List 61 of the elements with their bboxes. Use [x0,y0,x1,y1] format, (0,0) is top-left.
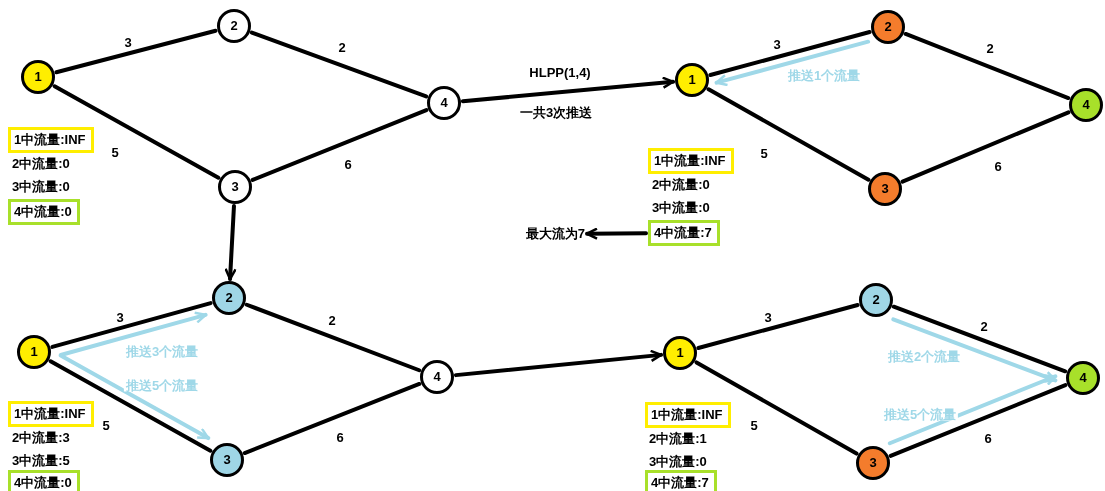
flow-status-text: 3中流量:5 [12,453,70,467]
flow-status-box: 4中流量:7 [645,470,717,491]
flow-status-text: 3中流量:0 [649,454,707,468]
edge-label: 推送3个流量 [123,344,201,358]
edge-label: 6 [342,157,354,171]
graph-edge [696,302,860,351]
flow-status-box: 1中流量:INF [648,148,734,174]
edge-label: 推送5个流量 [881,407,959,421]
graph-edge [50,301,213,349]
flow-status-box: 4中流量:0 [8,199,80,225]
arrow [887,374,1058,446]
arrow [714,39,871,87]
edge-label: 推送2个流量 [885,349,963,363]
edge-label: 6 [334,430,346,444]
edge-label: 3 [771,37,783,51]
edge-label: 3 [122,35,134,49]
graph-edge [888,383,1068,458]
flow-status-text: 2中流量:0 [652,177,710,191]
arrow [58,353,211,441]
edge-label: 5 [758,146,770,160]
edge-label: 6 [992,159,1004,173]
flow-status-box: 1中流量:INF [645,402,731,428]
edge-label: 5 [100,418,112,432]
flow-status-box: 1中流量:INF [8,401,94,427]
edge-label: 5 [748,418,760,432]
edge-label: 2 [326,313,338,327]
arrow [453,349,664,378]
arrow [224,203,237,282]
edge-label: 6 [982,431,994,445]
graph-edge [242,382,422,455]
edge-label: 2 [978,319,990,333]
flow-status-text: 2中流量:0 [12,156,70,170]
edge-label: 2 [984,41,996,55]
graph-edge [250,108,429,182]
flow-status-text: 2中流量:1 [649,431,707,445]
flow-status-box: 4中流量:7 [648,220,720,246]
flow-status-box: 1中流量:INF [8,127,94,153]
edge-label: 2 [336,40,348,54]
edge-label: 推送1个流量 [785,68,863,82]
flow-status-text: 一共3次推送 [520,105,593,119]
edge-label: 3 [114,310,126,324]
edge-label: 推送5个流量 [123,378,201,392]
flow-status-box: 4中流量:0 [8,470,80,491]
graph-edge [249,30,429,99]
graph-edge [900,110,1071,184]
arrow [585,227,648,240]
edge-label: 5 [109,145,121,159]
flow-status-text: 3中流量:0 [652,200,710,214]
result-text: 最大流为7 [515,224,585,244]
flow-status-text: 3中流量:0 [12,179,70,193]
edge-label: HLPP(1,4) [527,65,593,79]
arrow [460,76,676,104]
graph-edge [244,302,422,373]
graph-edge [891,304,1068,374]
arrow [58,311,208,357]
graph-edge [903,31,1071,101]
edge-label: 3 [762,310,774,324]
flow-status-text: 2中流量:3 [12,430,70,444]
arrow [891,317,1058,383]
graph-edge [54,28,218,75]
graph-edge [708,29,872,78]
